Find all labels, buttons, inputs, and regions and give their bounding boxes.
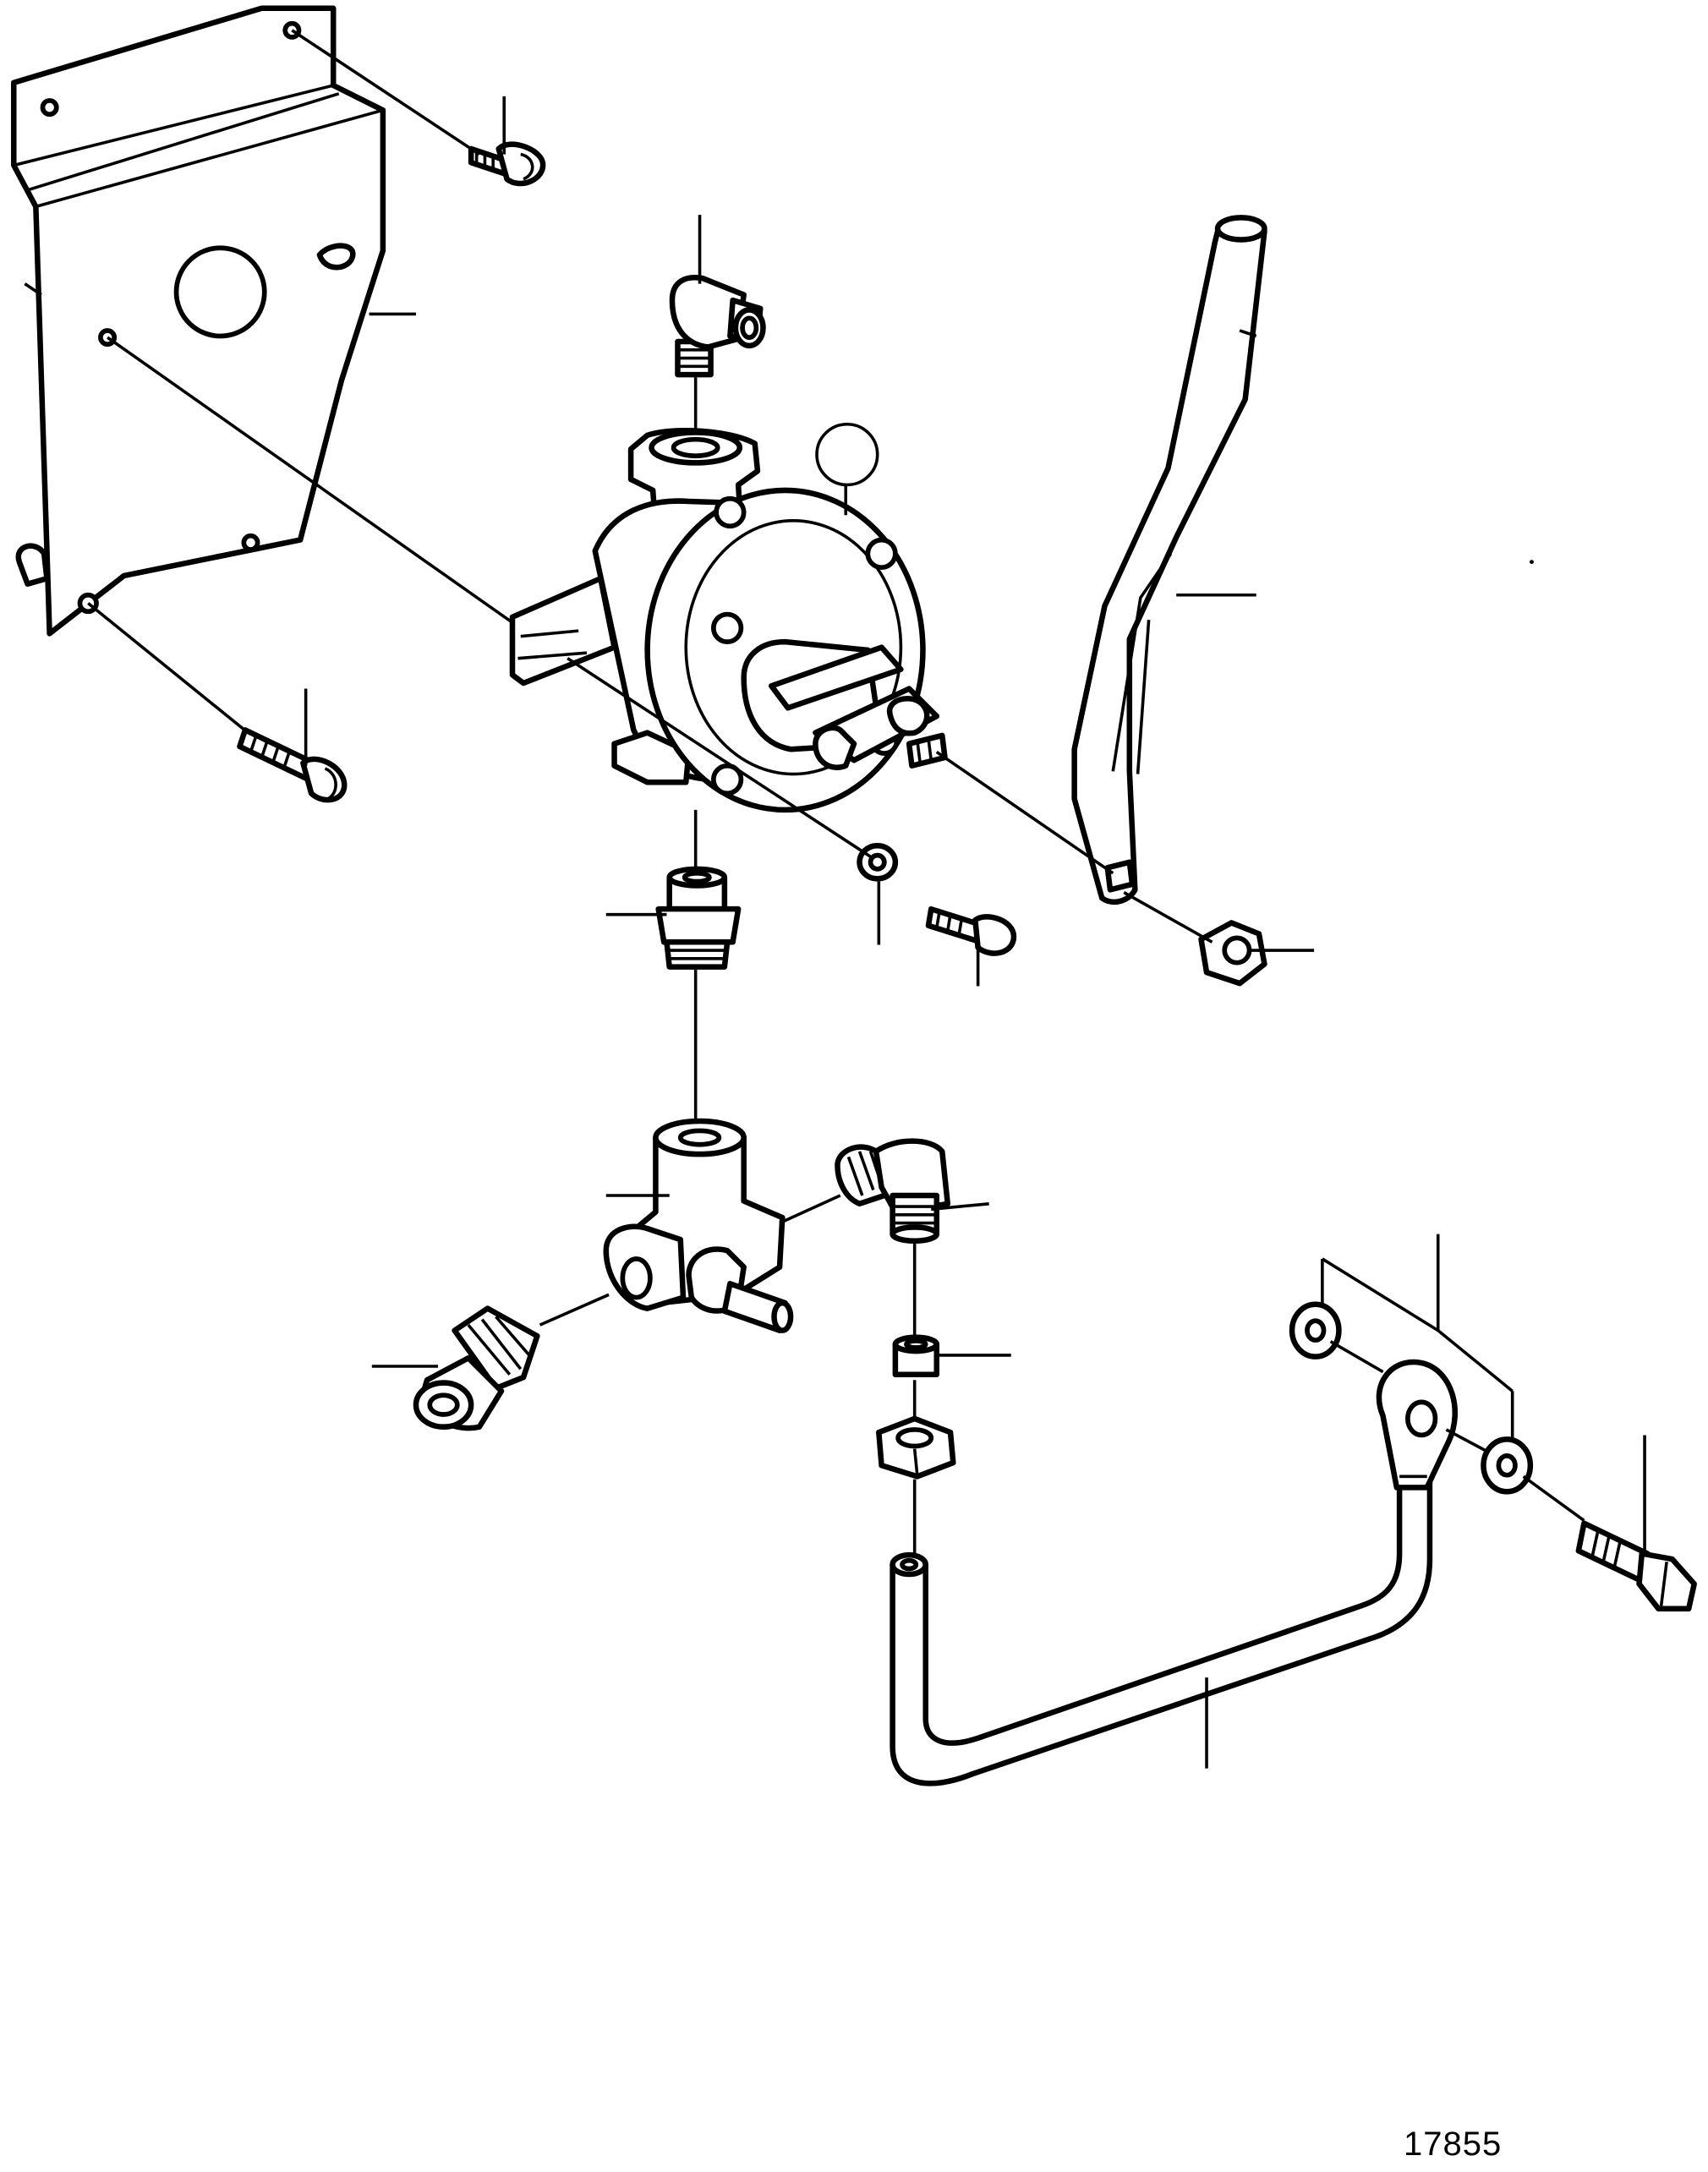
lock-nut <box>1198 920 1267 987</box>
banjo-washer-right <box>1481 1436 1534 1495</box>
pump-lever <box>1071 215 1267 905</box>
callout-leaders <box>24 96 1646 1769</box>
elbow-fitting-right <box>835 1138 951 1245</box>
pipe <box>890 1359 1458 1786</box>
nipple-adapter <box>655 866 742 970</box>
banjo-bolt <box>1575 1520 1697 1611</box>
hand-pump <box>509 428 948 813</box>
washer <box>857 842 899 882</box>
union-nut <box>876 1415 956 1480</box>
banjo-washer-left <box>1289 1301 1342 1360</box>
ferrule-sleeve <box>892 1334 940 1378</box>
callout-circle <box>815 422 879 487</box>
assembly-lines <box>87 29 1585 1554</box>
mounting-bracket <box>11 5 386 637</box>
elbow-fitting-top <box>669 275 766 378</box>
bracket-bolt-bottom <box>237 727 348 803</box>
flange-bolt <box>925 905 1017 956</box>
angled-fitting-45 <box>413 1305 540 1431</box>
stray-mark <box>1530 560 1534 565</box>
bracket-bolt-top <box>468 141 546 187</box>
tee-fitting <box>603 1118 794 1333</box>
drawing-number: 17855 <box>1404 2125 1503 2163</box>
